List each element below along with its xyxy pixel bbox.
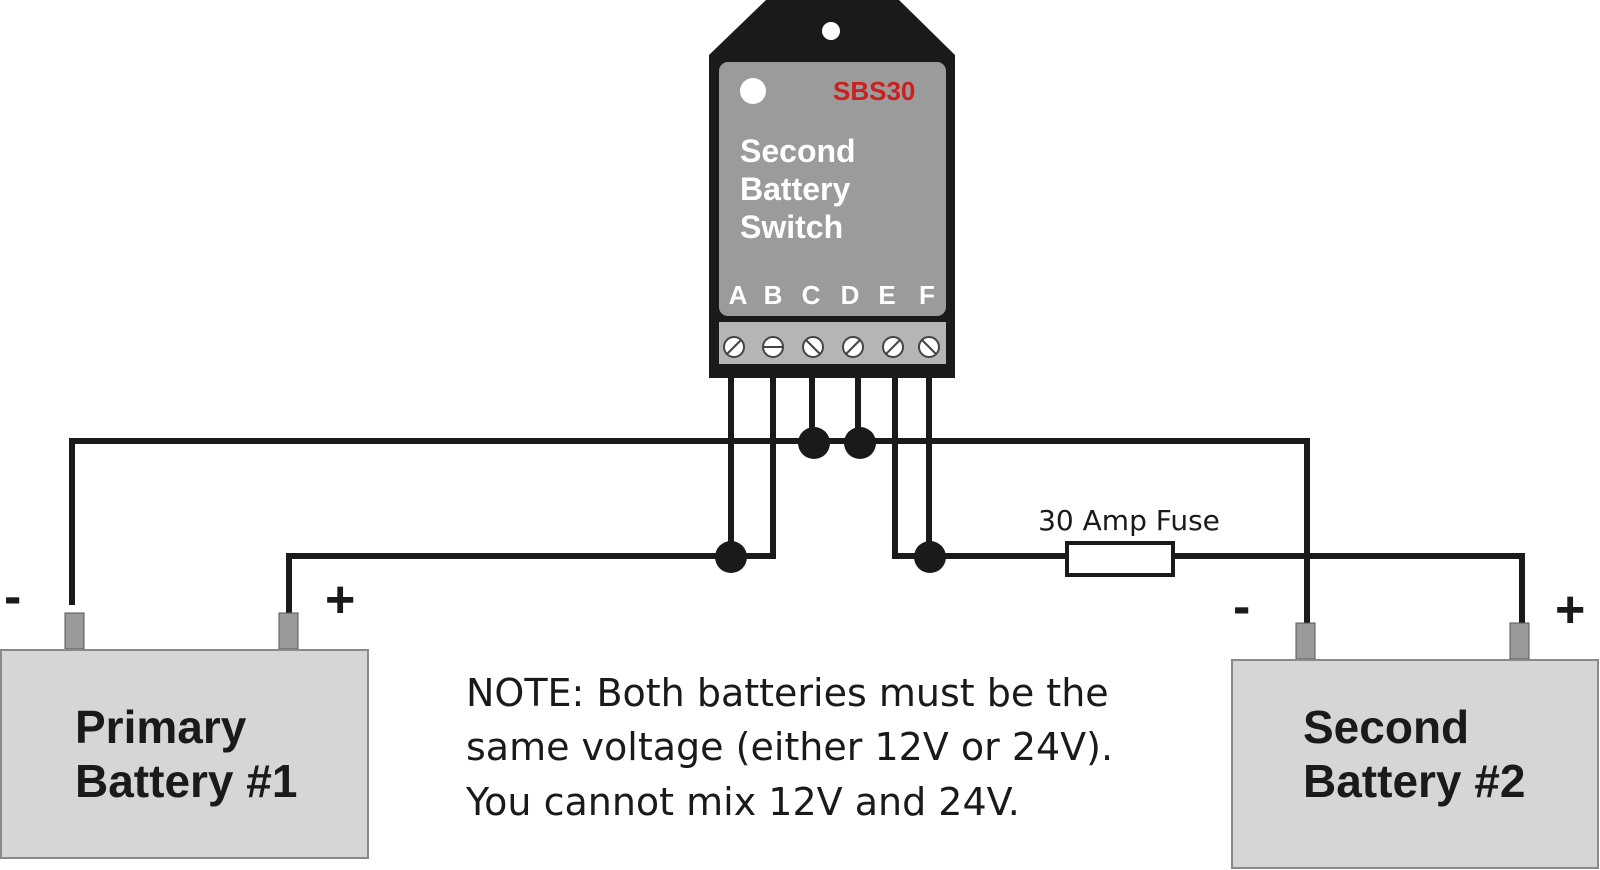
indicator-led bbox=[740, 78, 766, 104]
device-title-line: Battery bbox=[740, 171, 850, 207]
device-face bbox=[719, 62, 946, 316]
terminal-label-e: E bbox=[878, 280, 895, 310]
primary-battery-label-line: Battery #1 bbox=[75, 755, 297, 807]
switch-device: SBS30 Second Battery Switch A B C D E F bbox=[709, 0, 955, 378]
terminal-block bbox=[719, 322, 946, 364]
junctions bbox=[715, 427, 946, 573]
model-label: SBS30 bbox=[833, 76, 915, 106]
ground-wire bbox=[69, 438, 1310, 628]
terminal-label-c: C bbox=[802, 280, 821, 310]
screw-icon bbox=[918, 336, 940, 358]
fuse: 30 Amp Fuse bbox=[1038, 504, 1220, 577]
terminal-label-a: A bbox=[729, 280, 748, 310]
screw-icon bbox=[723, 336, 745, 358]
primary-positive-label: + bbox=[325, 571, 355, 629]
second-negative-label: - bbox=[1233, 578, 1250, 636]
screw-icon bbox=[882, 336, 904, 358]
primary-positive-wire bbox=[286, 553, 734, 616]
terminal-label-d: D bbox=[841, 280, 860, 310]
screw-icon bbox=[802, 336, 824, 358]
note-line: same voltage (either 12V or 24V). bbox=[466, 725, 1113, 769]
terminal-label-f: F bbox=[919, 280, 935, 310]
mounting-hole bbox=[822, 22, 840, 40]
terminal-label-b: B bbox=[764, 280, 783, 310]
primary-battery-label-line: Primary bbox=[75, 701, 247, 753]
primary-negative-post bbox=[64, 612, 85, 650]
terminal-b-wire bbox=[728, 373, 776, 559]
device-title-line: Second bbox=[740, 133, 856, 169]
junction-dot bbox=[844, 427, 876, 459]
second-battery-label-line: Second bbox=[1303, 701, 1469, 753]
second-negative-post bbox=[1295, 622, 1316, 660]
junction-dot bbox=[715, 541, 747, 573]
screw-icon bbox=[762, 336, 784, 358]
second-positive-label: + bbox=[1555, 581, 1585, 639]
note-line: You cannot mix 12V and 24V. bbox=[465, 780, 1020, 824]
second-positive-wire bbox=[1170, 553, 1525, 628]
second-battery-body bbox=[1231, 659, 1599, 869]
junction-dot bbox=[914, 541, 946, 573]
device-title-line: Switch bbox=[740, 209, 843, 245]
terminal-e-wire bbox=[892, 373, 932, 559]
second-positive-post bbox=[1509, 622, 1530, 660]
junction-dot bbox=[798, 427, 830, 459]
fuse-body bbox=[1065, 541, 1175, 577]
second-battery: - + Second Battery #2 bbox=[1231, 578, 1599, 869]
second-battery-label-line: Battery #2 bbox=[1303, 755, 1525, 807]
primary-positive-post bbox=[278, 612, 299, 650]
note-line: NOTE: Both batteries must be the bbox=[466, 671, 1109, 715]
fuse-label: 30 Amp Fuse bbox=[1038, 504, 1220, 537]
voltage-note: NOTE: Both batteries must be the same vo… bbox=[465, 671, 1113, 824]
wires bbox=[69, 373, 1525, 628]
screw-icon bbox=[842, 336, 864, 358]
primary-negative-label: - bbox=[4, 568, 21, 626]
terminal-screws bbox=[723, 336, 940, 358]
primary-battery: - + Primary Battery #1 bbox=[0, 568, 369, 859]
primary-battery-body bbox=[0, 649, 369, 859]
